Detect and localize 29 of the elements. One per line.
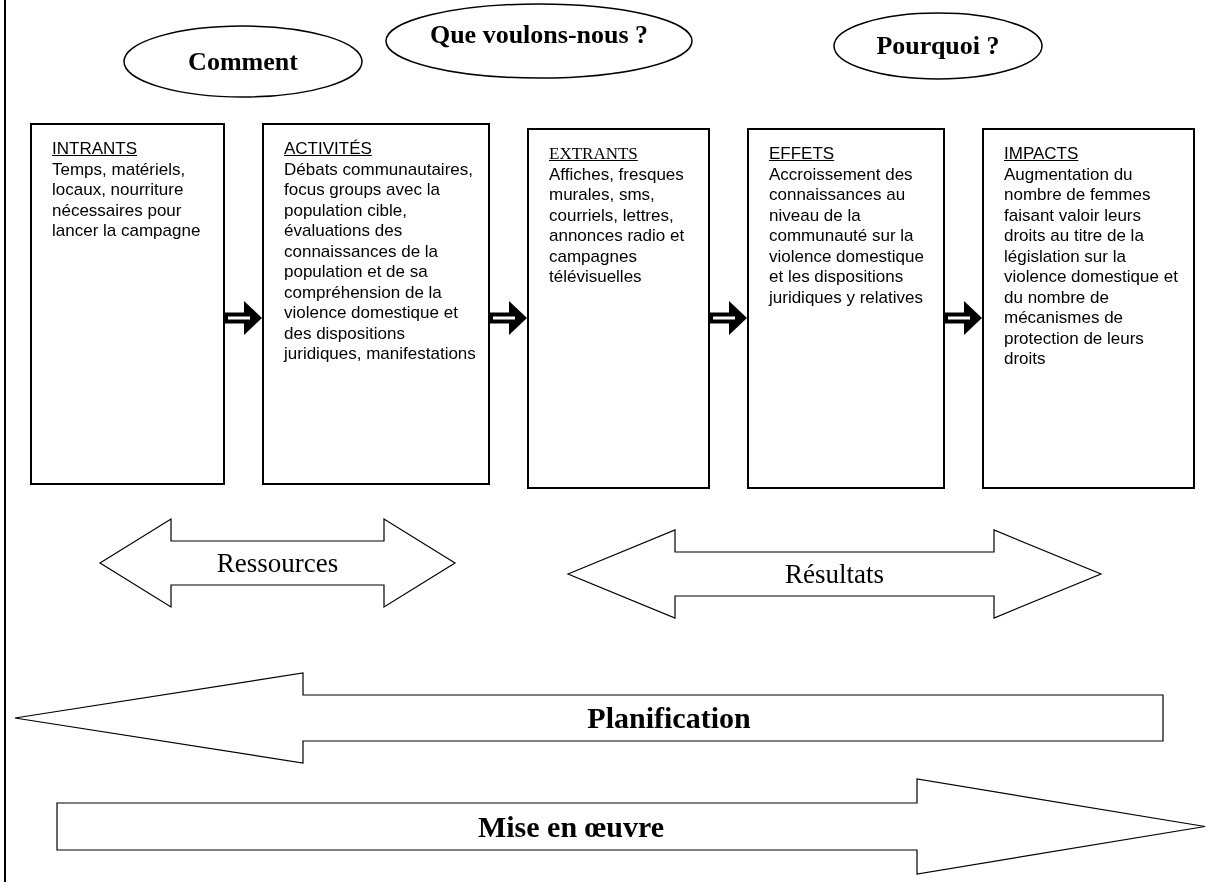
double-arrow-shape	[568, 530, 1101, 618]
process-box	[982, 128, 1195, 489]
shape-label: Résultats	[785, 558, 884, 590]
ellipse-shape	[123, 25, 363, 98]
box-text: Débats communautaires, focus groups avec la population cible, évaluations des connaissances de la population et de sa compréhension de la violence domestique et des dispositions juridiques, manifestations	[284, 159, 477, 365]
shape-label: Mise en œuvre	[477, 809, 665, 844]
double-arrow-shape	[100, 519, 455, 607]
box-text: Affiches, fresques murales, sms, courriels, lettres, annonces radio et campagnes télévisuelles	[549, 164, 686, 288]
ellipse-shape	[833, 12, 1043, 80]
box-text: Accroissement des connaissances au niveau de la communauté sur la violence domestique et les dispositions juridiques y relatives	[769, 164, 925, 308]
box-heading: INTRANTS	[52, 139, 137, 160]
box-text: Augmentation du nombre de femmes faisant valoir leurs droits au titre de la législation sur la violence domestique et du nombre de mécanismes de protection de leurs droits	[1004, 164, 1179, 370]
box-heading: EXTRANTS	[549, 144, 638, 165]
shape-label: Planification	[587, 701, 751, 735]
box-heading: EFFETS	[769, 144, 835, 165]
box-heading: IMPACTS	[1004, 144, 1079, 165]
block-arrow-shape	[15, 673, 1163, 763]
shape-label: Ressources	[216, 547, 339, 579]
ellipse-shape	[385, 3, 693, 79]
box-text: Temps, matériels, locaux, nourriture nécessaires pour lancer la campagne	[52, 159, 202, 242]
block-arrow-shape	[57, 779, 1205, 874]
process-box	[527, 128, 710, 489]
process-box	[262, 123, 490, 485]
box-heading: ACTIVITÉS	[284, 139, 372, 160]
shape-label: Que voulons-nous ?	[429, 20, 649, 50]
shape-label: Pourquoi ?	[876, 31, 1000, 61]
process-box	[747, 128, 945, 489]
process-box	[30, 123, 225, 485]
shape-label: Comment	[188, 46, 298, 77]
